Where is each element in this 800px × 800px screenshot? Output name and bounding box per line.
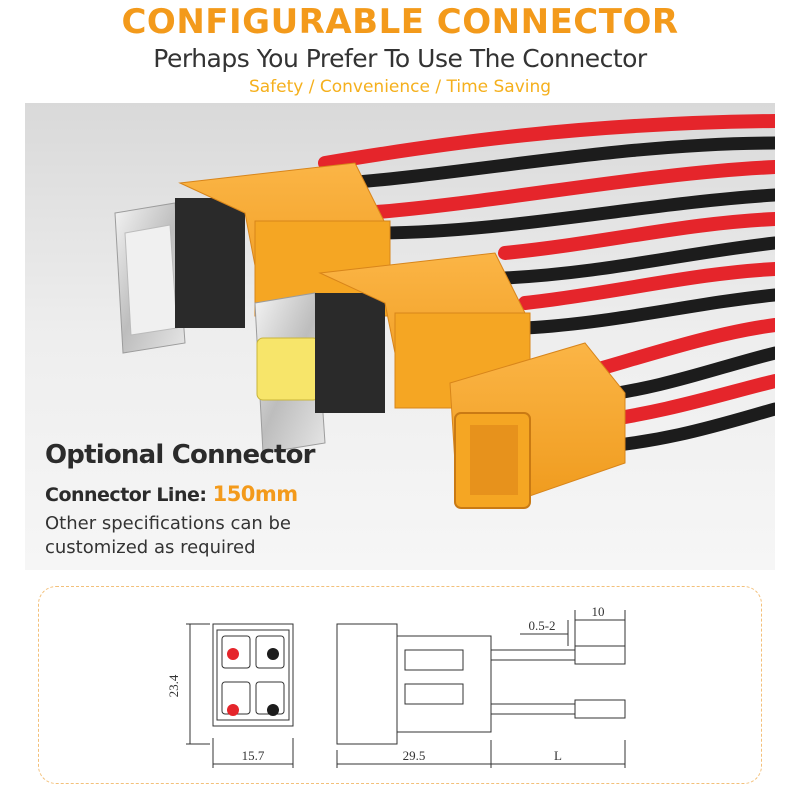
connector-line-spec: Connector Line: 150mm — [45, 482, 298, 506]
dim-front-width: 15.7 — [242, 748, 265, 763]
optional-connector-heading: Optional Connector — [45, 440, 315, 470]
page-tagline: Safety / Convenience / Time Saving — [248, 77, 552, 97]
dim-wire-length: L — [554, 748, 562, 763]
connector-plug — [449, 342, 626, 509]
terminal-dots — [227, 648, 279, 716]
dim-body-length: 29.5 — [403, 748, 426, 763]
page-title: CONFIGURABLE CONNECTOR — [121, 2, 679, 42]
product-photo — [25, 103, 775, 570]
dim-gap: 0.5-2 — [528, 618, 555, 633]
connector-line-label: Connector Line: — [45, 484, 207, 506]
page-subtitle: Perhaps You Prefer To Use The Connector — [153, 44, 647, 73]
customization-note: Other specifications can be customized a… — [45, 513, 292, 558]
technical-drawing-frame — [38, 586, 762, 784]
side-view-body — [336, 623, 398, 745]
connector-line-value: 150mm — [212, 482, 299, 506]
dim-height: 23.4 — [166, 674, 181, 697]
front-view-outline — [212, 623, 294, 727]
dim-strip-length: 10 — [592, 604, 605, 619]
